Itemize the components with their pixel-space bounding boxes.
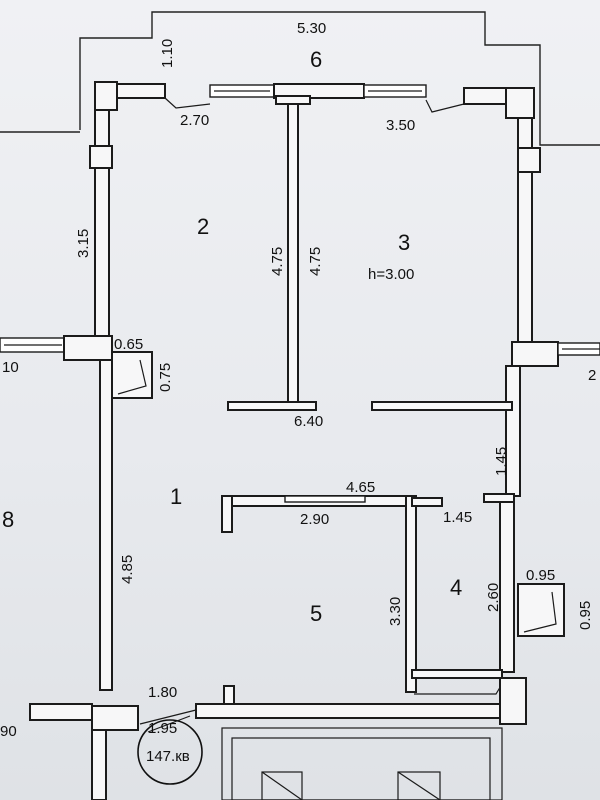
- room-number-8: 8: [2, 507, 14, 532]
- wall-room4-top: [483, 493, 515, 503]
- room-number-5: 5: [310, 601, 322, 626]
- dim-290: 2.90: [300, 511, 329, 528]
- wall-top-left: [116, 83, 166, 99]
- stair-box-right: [397, 771, 441, 800]
- dim-window-room2: 2.70: [180, 112, 209, 129]
- wall-room2-bottom: [227, 401, 317, 411]
- wall-top-left-pier: [94, 81, 118, 111]
- dim-475-right: 4.75: [307, 247, 324, 276]
- wall-top-right-pier: [505, 87, 535, 119]
- wall-partition-2-3: [287, 97, 299, 405]
- wall-left-3: [99, 359, 113, 691]
- dim-balcony-width: 5.30: [297, 20, 326, 37]
- room-number-3: 3: [398, 230, 410, 255]
- wall-right-pier: [517, 147, 541, 173]
- dim-145-bottom: 1.45: [443, 509, 472, 526]
- door-room4: [414, 683, 503, 695]
- stairwell-inner: [231, 737, 491, 800]
- wall-room5-right: [405, 495, 417, 693]
- dim-330: 3.30: [387, 597, 404, 626]
- dim-485: 4.85: [119, 555, 136, 584]
- wall-bottom-left-down: [91, 729, 107, 800]
- wall-right-block: [511, 341, 559, 367]
- wall-room4-right: [499, 501, 515, 673]
- ceiling-height: h=3.00: [368, 266, 414, 283]
- wall-left-block: [63, 335, 113, 361]
- dim-640: 6.40: [294, 413, 323, 430]
- wall-bottom-stub: [223, 685, 235, 705]
- apartment-number-label: 147.кв: [146, 748, 190, 765]
- wall-room4-top-left: [411, 497, 443, 507]
- balcony-door-right: [425, 99, 465, 113]
- dim-145-top: 1.45: [493, 447, 510, 476]
- dim-195: 1.95: [148, 720, 177, 737]
- wall-right-2: [517, 171, 533, 343]
- wall-entry-pier: [91, 705, 139, 731]
- wall-bottom-left: [29, 703, 93, 721]
- wall-room3-bottom: [371, 401, 513, 411]
- wall-bottom-right-pier: [499, 677, 527, 725]
- wall-left-1: [94, 109, 110, 147]
- room-number-2: 2: [197, 214, 209, 239]
- shaft-left: [111, 351, 153, 399]
- wall-room5-left-stub: [221, 495, 233, 533]
- dim-065: 0.65: [114, 336, 143, 353]
- stair-box-left-diag: [261, 771, 303, 800]
- dim-right-edge-2: 2: [588, 367, 596, 384]
- dim-window-room3: 3.50: [386, 117, 415, 134]
- dim-095-top: 0.95: [526, 567, 555, 584]
- shaft-right: [517, 583, 565, 637]
- balcony-door-left: [164, 97, 211, 109]
- wall-left-pier: [89, 145, 113, 169]
- dim-left-edge-10: 10: [2, 359, 19, 376]
- room5-top-line: [284, 495, 366, 503]
- room-number-6: 6: [310, 47, 322, 72]
- room-number-1: 1: [170, 484, 182, 509]
- wall-partition-cap: [275, 95, 311, 105]
- entry-door: [139, 709, 197, 725]
- stairwell-outline: [221, 727, 503, 800]
- wall-left-2: [94, 167, 110, 337]
- apartment-number-circle: [137, 719, 203, 785]
- wall-right-1: [517, 117, 533, 149]
- dim-465: 4.65: [346, 479, 375, 496]
- dim-left-edge-90: 90: [0, 723, 17, 740]
- dim-315: 3.15: [75, 229, 92, 258]
- dim-095-side: 0.95: [577, 601, 594, 630]
- stair-box-left: [261, 771, 303, 800]
- shaft-left-mark: [117, 359, 147, 395]
- shaft-right-mark: [523, 591, 557, 633]
- stair-box-right-diag: [397, 771, 441, 800]
- wall-bottom-main: [195, 703, 501, 719]
- dim-075: 0.75: [157, 363, 174, 392]
- dim-180: 1.80: [148, 684, 177, 701]
- room-number-4: 4: [450, 575, 462, 600]
- dim-475-left: 4.75: [269, 247, 286, 276]
- balcony-outline: [79, 11, 600, 146]
- wall-room4-bottom: [411, 669, 503, 679]
- dim-260: 2.60: [485, 583, 502, 612]
- wall-top-right: [463, 87, 507, 105]
- dim-110: 1.10: [159, 39, 176, 68]
- dimension-tick-195: [147, 715, 191, 733]
